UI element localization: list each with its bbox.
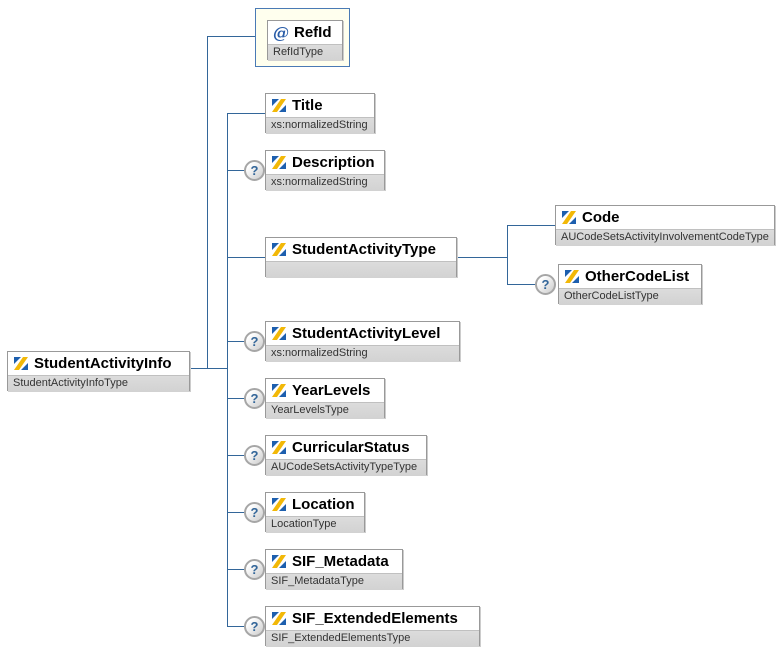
node-type-label: LocationType (266, 516, 364, 533)
node-location[interactable]: Location LocationType (265, 492, 365, 533)
node-type-label: xs:normalizedString (266, 345, 459, 362)
element-icon (271, 327, 287, 340)
node-label: Description (292, 154, 375, 171)
node-label: OtherCodeList (585, 268, 690, 285)
optional-indicator: ? (244, 502, 265, 523)
node-code[interactable]: Code AUCodeSetsActivityInvolvementCodeTy… (555, 205, 775, 246)
connector-line (457, 257, 507, 258)
node-curricularstatus[interactable]: CurricularStatus AUCodeSetsActivityTypeT… (265, 435, 427, 476)
node-type-label: xs:normalizedString (266, 117, 374, 134)
node-label: StudentActivityInfo (34, 355, 172, 372)
node-type-label: SIF_ExtendedElementsType (266, 630, 479, 647)
node-label: RefId (294, 24, 332, 41)
optional-indicator: ? (244, 388, 265, 409)
node-title[interactable]: Title xs:normalizedString (265, 93, 375, 134)
node-type-label: SIF_MetadataType (266, 573, 402, 590)
element-icon (271, 441, 287, 454)
connector-line (227, 341, 255, 342)
connector-line (507, 225, 555, 226)
optional-indicator: ? (244, 616, 265, 637)
element-icon (13, 357, 29, 370)
node-label: CurricularStatus (292, 439, 410, 456)
node-studentactivityinfo[interactable]: StudentActivityInfo StudentActivityInfoT… (7, 351, 190, 392)
element-icon (564, 270, 580, 283)
connector-line (190, 368, 228, 369)
element-icon (271, 156, 287, 169)
node-type-label: StudentActivityInfoType (8, 375, 189, 392)
connector-line (227, 170, 255, 171)
attribute-icon: @ (273, 23, 289, 42)
node-label: Code (582, 209, 620, 226)
node-sif-extendedelements[interactable]: SIF_ExtendedElements SIF_ExtendedElement… (265, 606, 480, 647)
node-type-label: AUCodeSetsActivityInvolvementCodeType (556, 229, 774, 246)
optional-indicator: ? (244, 445, 265, 466)
element-icon (271, 384, 287, 397)
node-type-label: OtherCodeListType (559, 288, 701, 305)
node-studentactivitylevel[interactable]: StudentActivityLevel xs:normalizedString (265, 321, 460, 362)
connector-line (227, 113, 265, 114)
node-description[interactable]: Description xs:normalizedString (265, 150, 385, 191)
connector-line (227, 512, 255, 513)
connector-line (227, 257, 265, 258)
node-type-label: xs:normalizedString (266, 174, 384, 191)
element-icon (271, 99, 287, 112)
element-icon (271, 243, 287, 256)
element-icon (271, 498, 287, 511)
node-label: StudentActivityLevel (292, 325, 441, 342)
optional-indicator: ? (244, 331, 265, 352)
node-sif-metadata[interactable]: SIF_Metadata SIF_MetadataType (265, 549, 403, 590)
node-type-label: AUCodeSetsActivityTypeType (266, 459, 426, 476)
node-label: Location (292, 496, 355, 513)
node-type-label: YearLevelsType (266, 402, 384, 419)
node-label: StudentActivityType (292, 241, 436, 258)
node-type-label: RefIdType (268, 44, 342, 61)
connector-line (227, 569, 255, 570)
node-othercodelist[interactable]: OtherCodeList OtherCodeListType (558, 264, 702, 305)
element-icon (561, 211, 577, 224)
node-refid[interactable]: @ RefId RefIdType (267, 20, 343, 61)
node-label: YearLevels (292, 382, 371, 399)
node-yearlevels[interactable]: YearLevels YearLevelsType (265, 378, 385, 419)
optional-indicator: ? (535, 274, 556, 295)
element-icon (271, 612, 287, 625)
connector-line (207, 36, 208, 368)
connector-line (507, 225, 508, 285)
connector-line (227, 113, 228, 626)
node-label: SIF_ExtendedElements (292, 610, 458, 627)
connector-line (227, 455, 255, 456)
connector-line (227, 626, 255, 627)
node-studentactivitytype[interactable]: StudentActivityType (265, 237, 457, 278)
optional-indicator: ? (244, 559, 265, 580)
node-label: Title (292, 97, 323, 114)
node-type-label (266, 261, 456, 278)
optional-indicator: ? (244, 160, 265, 181)
connector-line (507, 284, 549, 285)
element-icon (271, 555, 287, 568)
connector-line (227, 398, 255, 399)
connector-line (207, 36, 255, 37)
node-label: SIF_Metadata (292, 553, 389, 570)
